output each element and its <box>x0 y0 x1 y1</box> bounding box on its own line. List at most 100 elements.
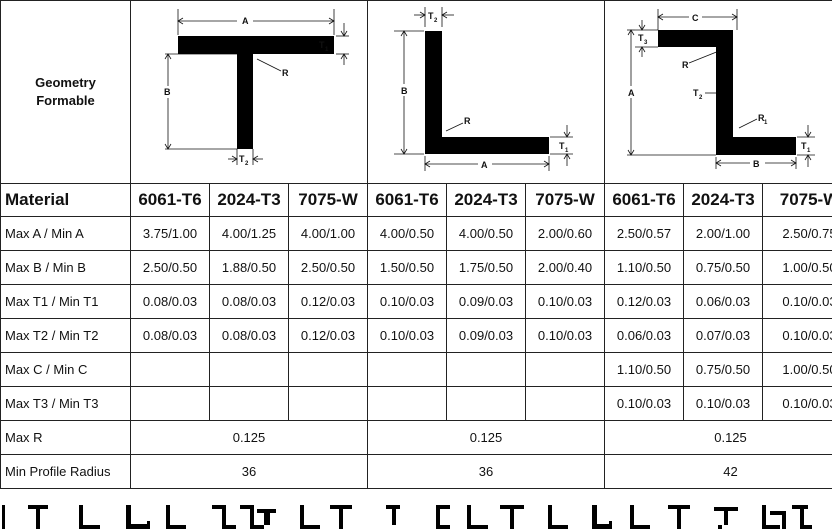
angle-dim-t2-sub: 2 <box>434 18 438 24</box>
material-header-row: Material 6061-T6 2024-T3 7075-W 6061-T6 … <box>0 183 832 217</box>
zee-dim-t3-sub: 3 <box>644 40 648 46</box>
tee-dim-r: R <box>282 68 289 78</box>
table-cell: 0.08/0.03 <box>130 318 210 353</box>
row-label: Max B / Min B <box>0 250 131 285</box>
table-cell: 1.00/0.50 <box>761 352 832 387</box>
angle-profile-icon <box>79 505 100 529</box>
tee-profile-icon <box>668 505 690 529</box>
table-row: Max A / Min A 3.75/1.00 4.00/1.25 4.00/1… <box>0 216 832 251</box>
row-label: Max R <box>0 420 131 455</box>
angle-profile-icon <box>630 505 650 529</box>
table-cell: 2.50/0.75 <box>761 216 832 251</box>
tee-dim-t2-sub: 2 <box>245 161 249 167</box>
table-cell <box>288 386 368 421</box>
angle-profile-shape <box>425 31 549 154</box>
row-label: Max C / Min C <box>0 352 131 387</box>
table-row: Max T2 / Min T2 0.08/0.03 0.08/0.03 0.12… <box>0 318 832 353</box>
material-header: 2024-T3 <box>446 183 526 217</box>
zee-profile-icon <box>386 505 400 525</box>
angle-section-diagram: T 2 B A T 1 R <box>394 7 573 171</box>
table-cell: 2.00/0.40 <box>525 250 605 285</box>
table-cell: 0.10/0.03 <box>604 386 684 421</box>
table-cell: 42 <box>603 454 832 489</box>
table-cell: 2.50/0.50 <box>288 250 368 285</box>
row-label: Max T3 / Min T3 <box>0 386 131 421</box>
material-header-label: Material <box>0 183 131 217</box>
table-cell: 4.00/1.25 <box>209 216 289 251</box>
table-cell: 0.09/0.03 <box>446 318 526 353</box>
table-cell: 0.10/0.03 <box>367 284 447 319</box>
table-cell <box>525 352 605 387</box>
material-header: 7075-W <box>761 183 832 217</box>
bar-profile-icon <box>2 505 5 529</box>
table-cell: 0.10/0.03 <box>761 318 832 353</box>
zee-dim-t3: T <box>638 33 644 43</box>
tee-profile-icon <box>28 505 48 529</box>
tee-dim-a: A <box>242 16 249 26</box>
table-cell: 0.08/0.03 <box>209 318 289 353</box>
table-cell <box>130 352 210 387</box>
table-cell: 0.125 <box>603 420 832 455</box>
table-cell: 0.08/0.03 <box>130 284 210 319</box>
zee-profile-icon <box>212 505 236 529</box>
zee-dim-r1: R <box>758 113 765 123</box>
zee-section-figure: C T 3 A R T 2 R 1 B T 1 <box>603 0 832 184</box>
profile-shapes-strip <box>0 497 832 530</box>
tee-dim-t1-sub: 1 <box>325 47 329 53</box>
formable-geometry-table: Geometry Formable <box>0 0 832 489</box>
table-cell: 0.10/0.03 <box>761 386 832 421</box>
table-cell: 2.00/1.00 <box>683 216 763 251</box>
table-cell: 2.00/0.60 <box>525 216 605 251</box>
zee-profile-shape <box>658 30 796 155</box>
hat-tee-profile-icon <box>714 507 738 529</box>
table-cell <box>446 352 526 387</box>
table-cell: 1.88/0.50 <box>209 250 289 285</box>
table-cell: 0.10/0.03 <box>367 318 447 353</box>
table-cell: 0.75/0.50 <box>683 250 763 285</box>
zee-dim-c: C <box>692 13 699 23</box>
table-row: Max C / Min C 1.10/0.50 0.75/0.50 1.00/0… <box>0 352 832 387</box>
tee-dim-t2: T <box>239 154 245 164</box>
table-cell <box>367 352 447 387</box>
table-cell: 0.08/0.03 <box>209 284 289 319</box>
tee-profile-icon <box>330 505 352 529</box>
geometry-row: Geometry Formable <box>0 0 832 184</box>
angle-profile-icon <box>762 505 780 529</box>
geometry-label-line-1: Geometry <box>35 75 96 90</box>
zee-dim-t2-sub: 2 <box>699 95 703 101</box>
channel-profile-icon <box>436 505 450 529</box>
tee-profile-shape <box>178 36 334 149</box>
zee-dim-t1: T <box>801 141 807 151</box>
material-header: 6061-T6 <box>130 183 210 217</box>
table-cell: 1.10/0.50 <box>604 250 684 285</box>
table-cell <box>367 386 447 421</box>
table-cell <box>130 386 210 421</box>
hat-tee-profile-icon <box>257 509 276 529</box>
profile-shapes-icons <box>2 505 812 529</box>
angle-profile-icon <box>166 505 186 529</box>
material-header: 2024-T3 <box>209 183 289 217</box>
zee-dim-b: B <box>753 159 760 169</box>
table-cell: 0.75/0.50 <box>683 352 763 387</box>
angle-dim-b: B <box>401 86 408 96</box>
table-cell: 0.06/0.03 <box>683 284 763 319</box>
table-cell: 1.10/0.50 <box>604 352 684 387</box>
table-row: Max T1 / Min T1 0.08/0.03 0.08/0.03 0.12… <box>0 284 832 319</box>
zee-section-diagram: C T 3 A R T 2 R 1 B T 1 <box>627 9 815 169</box>
row-label: Min Profile Radius <box>0 454 131 489</box>
table-cell: 1.00/0.50 <box>761 250 832 285</box>
table-row: Max B / Min B 2.50/0.50 1.88/0.50 2.50/0… <box>0 250 832 285</box>
angle-profile-icon <box>548 505 568 529</box>
table-cell: 4.00/0.50 <box>446 216 526 251</box>
zee-dim-t2: T <box>693 88 699 98</box>
bulb-angle-profile-icon <box>770 511 786 529</box>
tee-section-diagram: A B T 1 T 2 R <box>164 9 349 167</box>
material-header: 7075-W <box>288 183 368 217</box>
min-profile-radius-row: Min Profile Radius 36 36 42 <box>0 454 832 489</box>
table-cell: 1.75/0.50 <box>446 250 526 285</box>
tee-dim-b: B <box>164 87 171 97</box>
tee-section-figure: A B T 1 T 2 R <box>130 0 368 184</box>
table-cell <box>209 386 289 421</box>
table-cell: 3.75/1.00 <box>130 216 210 251</box>
table-cell: 0.10/0.03 <box>683 386 763 421</box>
